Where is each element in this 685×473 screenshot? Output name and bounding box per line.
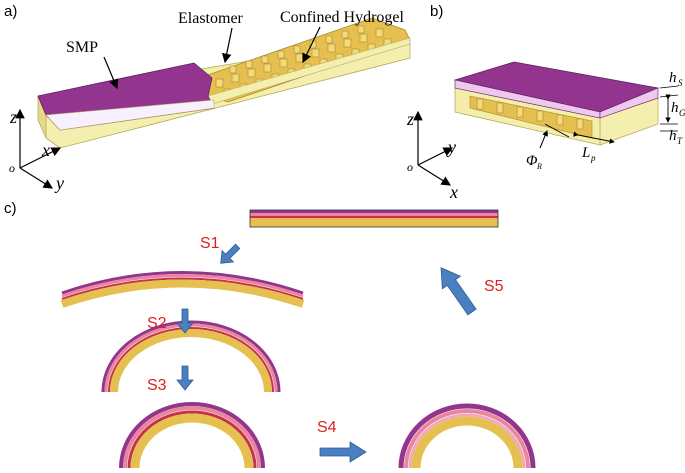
axis-b-origin: o (407, 160, 413, 174)
arrow-s2 (176, 308, 194, 334)
label-confined-hydrogel: Confined Hydrogel (280, 9, 405, 26)
axis-a-x: x (41, 140, 50, 160)
process-arrows (176, 243, 477, 463)
strip-semicircle-4 (398, 403, 536, 469)
strip-curved-1 (60, 271, 305, 308)
arrow-s3 (176, 365, 194, 391)
dim-hg: h (671, 100, 679, 116)
arrow-elastomer (221, 27, 233, 64)
label-elastomer: Elastomer (178, 10, 244, 27)
dim-ht: h (669, 128, 677, 144)
panel-label-a: a) (4, 3, 17, 20)
dim-phi-sub: R (536, 162, 542, 171)
axis-b-z: z (406, 109, 414, 129)
axis-a-z: z (9, 107, 17, 127)
panel-b-dimensions: h S h G h T L p Φ R (526, 70, 685, 171)
panel-a-strip (37, 17, 412, 149)
arrow-s4 (319, 441, 367, 463)
axes-b: z y x o (406, 109, 458, 202)
arrow-s1 (220, 243, 241, 264)
panel-label-b: b) (430, 3, 443, 20)
strip-flat (249, 209, 499, 228)
dim-ht-sub: T (677, 136, 683, 146)
dim-hg-sub: G (679, 108, 685, 118)
dim-lp: L (581, 145, 590, 161)
dim-phi: Φ (526, 153, 538, 169)
arrow-s5 (440, 267, 477, 316)
axis-a-y: y (54, 173, 64, 193)
step-label-s3: S3 (147, 377, 167, 394)
panel-b-block (453, 61, 660, 146)
axes-a: z x y o (9, 107, 64, 193)
step-label-s5: S5 (484, 278, 504, 295)
label-smp: SMP (66, 39, 98, 56)
arrow-hydrogel (302, 26, 321, 64)
step-label-s2: S2 (147, 315, 167, 332)
strip-semicircle-3 (119, 402, 265, 469)
step-label-s1: S1 (200, 235, 220, 252)
step-label-s4: S4 (317, 419, 337, 436)
axis-b-x: x (449, 182, 458, 202)
dim-hs: h (669, 70, 677, 86)
axis-a-origin: o (9, 161, 15, 175)
dim-hs-sub: S (678, 78, 683, 88)
dim-lp-sub: p (590, 153, 596, 163)
axis-b-y: y (446, 137, 456, 157)
panel-label-c: c) (4, 200, 17, 217)
arrow-smp (103, 56, 119, 90)
